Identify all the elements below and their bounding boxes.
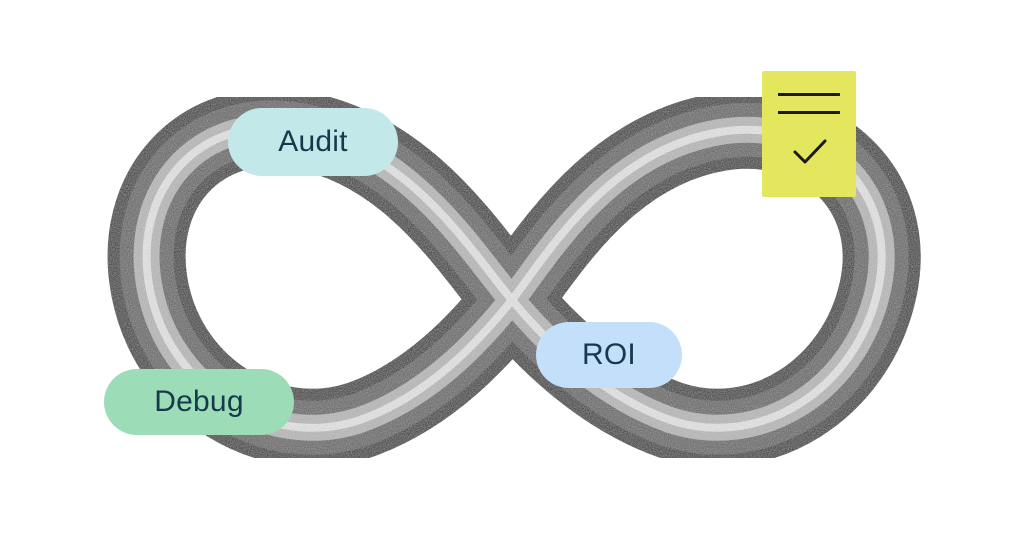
debug-label: Debug <box>154 385 244 418</box>
roi-pill: ROI <box>536 322 682 388</box>
audit-label: Audit <box>278 125 348 158</box>
checklist-line <box>778 93 840 96</box>
debug-pill: Debug <box>104 369 294 435</box>
audit-pill: Audit <box>228 108 398 176</box>
checkmark-icon <box>793 139 827 164</box>
checklist-icon <box>762 71 856 197</box>
checklist-line <box>778 111 840 114</box>
roi-label: ROI <box>582 338 636 371</box>
